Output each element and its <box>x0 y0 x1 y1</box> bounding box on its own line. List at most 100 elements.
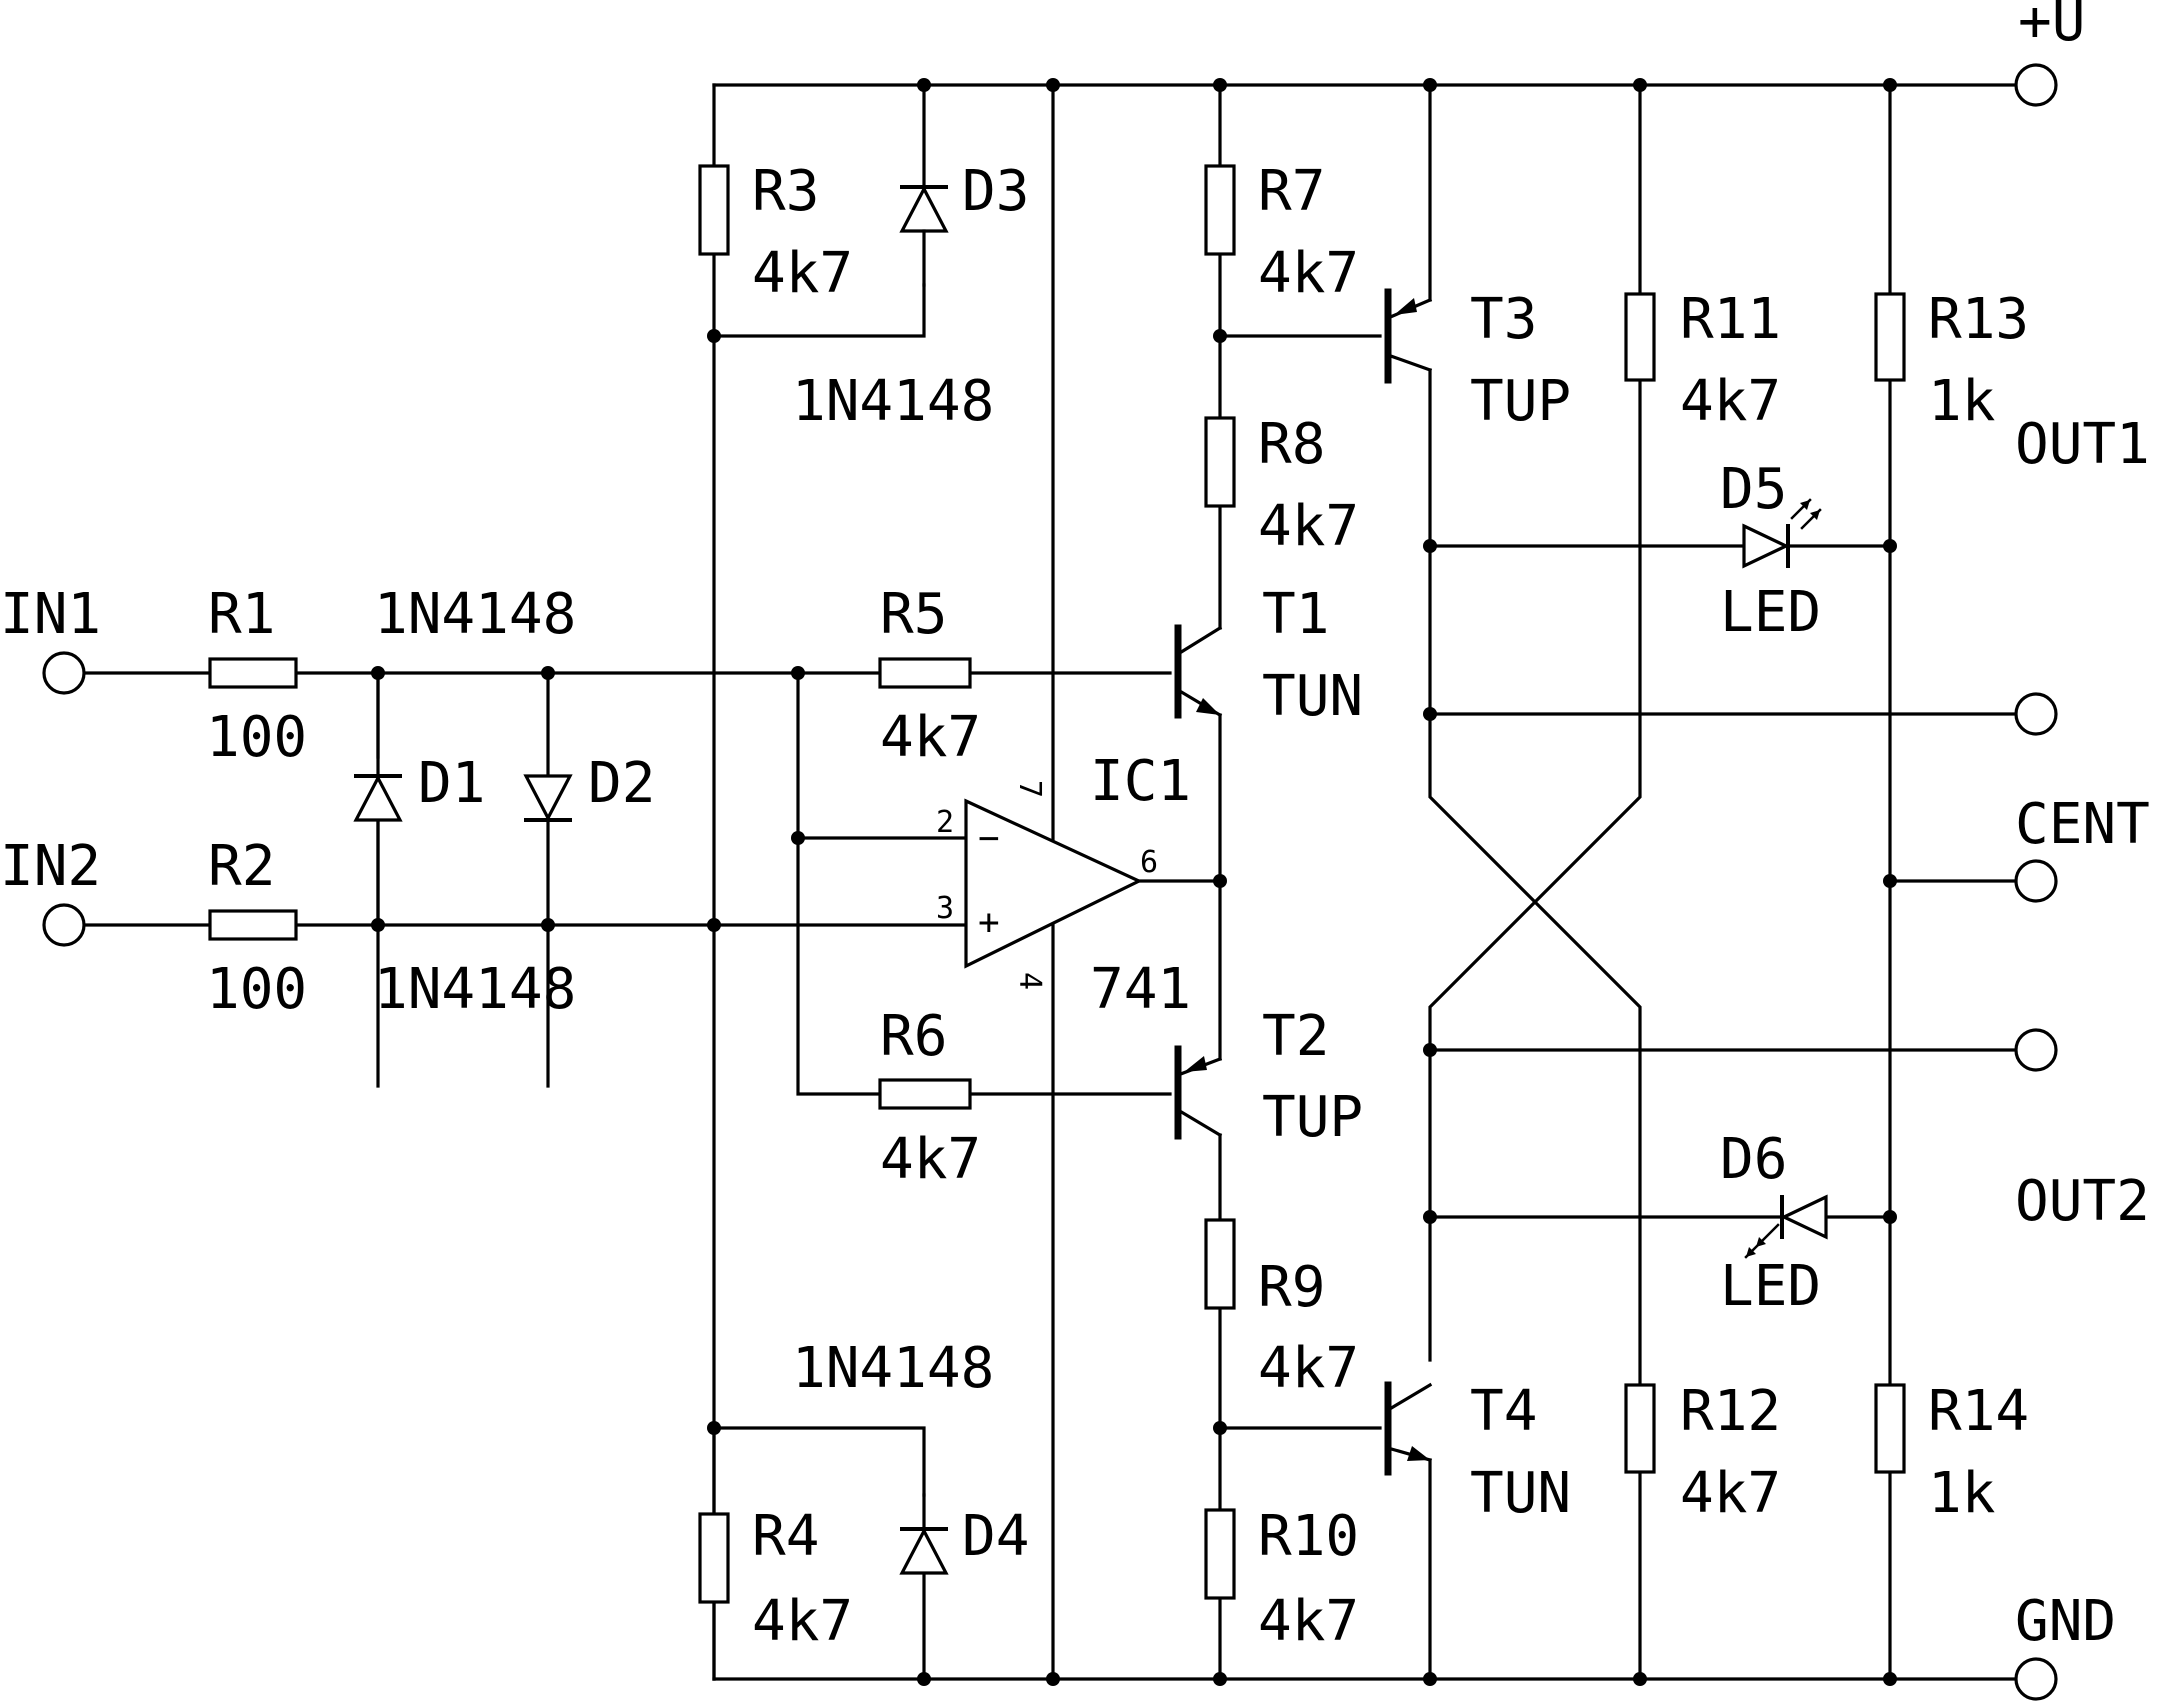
terminals <box>42 63 2058 1701</box>
label-r10-value: 4k7 <box>1258 1589 1359 1654</box>
label-in1: IN1 <box>0 582 101 647</box>
label-r13-value: 1k <box>1928 369 1995 434</box>
transistor-t4 <box>1384 1381 1433 1476</box>
resistor-r8 <box>1204 416 1236 508</box>
opamp-ic1: − + 2 3 6 7 4 <box>936 780 1158 990</box>
resistors <box>208 164 1906 1604</box>
resistor-r1 <box>208 657 298 689</box>
labels: IN1 IN2 +U OUT1 CENT OUT2 GND R1 100 R2 … <box>0 0 2150 1654</box>
label-out2: OUT2 <box>2015 1169 2150 1234</box>
resistor-r11 <box>1624 292 1656 382</box>
label-r11-value: 4k7 <box>1680 369 1781 434</box>
label-r8-value: 4k7 <box>1258 494 1359 559</box>
label-d1-value: 1N4148 <box>374 957 576 1022</box>
label-r6-value: 4k7 <box>880 1127 981 1192</box>
label-r14-ref: R14 <box>1928 1379 2029 1444</box>
label-d3-ref: D3 <box>962 159 1029 224</box>
label-r12-ref: R12 <box>1680 1379 1781 1444</box>
terminal-gnd <box>2014 1657 2058 1701</box>
opamp-inv-sign: − <box>978 818 1000 859</box>
label-r8-ref: R8 <box>1258 412 1325 477</box>
opamp-pin-noninv: 3 <box>936 891 954 926</box>
label-r9-ref: R9 <box>1258 1255 1325 1320</box>
label-d6-ref: D6 <box>1720 1127 1787 1192</box>
label-r3-ref: R3 <box>752 159 819 224</box>
label-d5-value: LED <box>1720 580 1821 645</box>
label-r1-value: 100 <box>206 705 307 770</box>
label-r7-value: 4k7 <box>1258 241 1359 306</box>
resistor-r10 <box>1204 1508 1236 1600</box>
label-r2-ref: R2 <box>208 834 275 899</box>
label-r7-ref: R7 <box>1258 159 1325 224</box>
label-r5-ref: R5 <box>880 582 947 647</box>
label-t3-ref: T3 <box>1470 287 1537 352</box>
label-r14-value: 1k <box>1928 1461 1995 1526</box>
transistor-t2 <box>1174 1045 1223 1140</box>
terminal-vplus <box>2014 63 2058 107</box>
diodes <box>353 185 1828 1575</box>
resistor-r3 <box>698 164 730 256</box>
opamp-pin-vneg: 4 <box>1012 972 1047 990</box>
label-r13-ref: R13 <box>1928 287 2029 352</box>
transistors <box>1174 288 1433 1476</box>
opamp-noninv-sign: + <box>978 902 1000 943</box>
label-t2-type: TUP <box>1262 1085 1363 1150</box>
terminal-out1 <box>2014 692 2058 736</box>
label-r1-ref: R1 <box>208 582 275 647</box>
label-d4-ref: D4 <box>962 1504 1029 1569</box>
resistor-r4 <box>698 1512 730 1604</box>
label-out1: OUT1 <box>2015 412 2150 477</box>
resistor-r13 <box>1874 292 1906 382</box>
label-t3-type: TUP <box>1470 369 1571 434</box>
label-r2-value: 100 <box>206 957 307 1022</box>
diode-d2 <box>523 774 573 822</box>
label-r10-ref: R10 <box>1258 1504 1359 1569</box>
label-r5-value: 4k7 <box>880 705 981 770</box>
label-r6-ref: R6 <box>880 1004 947 1069</box>
transistor-t1 <box>1174 624 1223 719</box>
terminal-in2 <box>42 903 86 947</box>
label-gnd: GND <box>2015 1589 2116 1654</box>
opamp-pin-inv: 2 <box>936 805 954 840</box>
resistor-r14 <box>1874 1383 1906 1474</box>
diode-d1 <box>353 774 403 822</box>
label-r12-value: 4k7 <box>1680 1461 1781 1526</box>
label-d6-value: LED <box>1720 1254 1821 1319</box>
led-d6 <box>1744 1194 1828 1259</box>
diode-d3 <box>899 185 949 287</box>
resistor-r6 <box>878 1078 972 1110</box>
label-r9-value: 4k7 <box>1258 1336 1359 1401</box>
junctions <box>371 78 1897 1686</box>
opamp-triangle <box>964 798 1143 969</box>
diode-d4 <box>899 1493 949 1575</box>
label-d2-value: 1N4148 <box>374 582 576 647</box>
label-t2-ref: T2 <box>1262 1004 1329 1069</box>
label-r3-value: 4k7 <box>752 241 853 306</box>
label-vplus: +U <box>2018 0 2085 54</box>
resistor-r7 <box>1204 164 1236 256</box>
opamp-pin-vpos: 7 <box>1012 780 1047 798</box>
resistor-r9 <box>1204 1218 1236 1310</box>
label-r11-ref: R11 <box>1680 287 1781 352</box>
resistor-r5 <box>878 657 972 689</box>
label-t1-ref: T1 <box>1262 582 1329 647</box>
terminal-in1 <box>42 651 86 695</box>
label-ic1-ref: IC1 <box>1090 749 1191 814</box>
label-d5-ref: D5 <box>1720 457 1787 522</box>
label-d2-ref: D2 <box>588 751 655 816</box>
transistor-t3 <box>1384 288 1433 384</box>
label-in2: IN2 <box>0 834 101 899</box>
label-r4-value: 4k7 <box>752 1589 853 1654</box>
label-d3-value: 1N4148 <box>792 369 994 434</box>
terminal-out2 <box>2014 1028 2058 1072</box>
label-ic1-value: 741 <box>1090 957 1191 1022</box>
led-d5 <box>1742 498 1822 569</box>
resistor-r2 <box>208 909 298 941</box>
label-t1-type: TUN <box>1262 664 1363 729</box>
label-r4-ref: R4 <box>752 1504 819 1569</box>
resistor-r12 <box>1624 1383 1656 1474</box>
label-t4-ref: T4 <box>1470 1379 1537 1444</box>
label-d1-ref: D1 <box>418 751 485 816</box>
label-t4-type: TUN <box>1470 1461 1571 1526</box>
